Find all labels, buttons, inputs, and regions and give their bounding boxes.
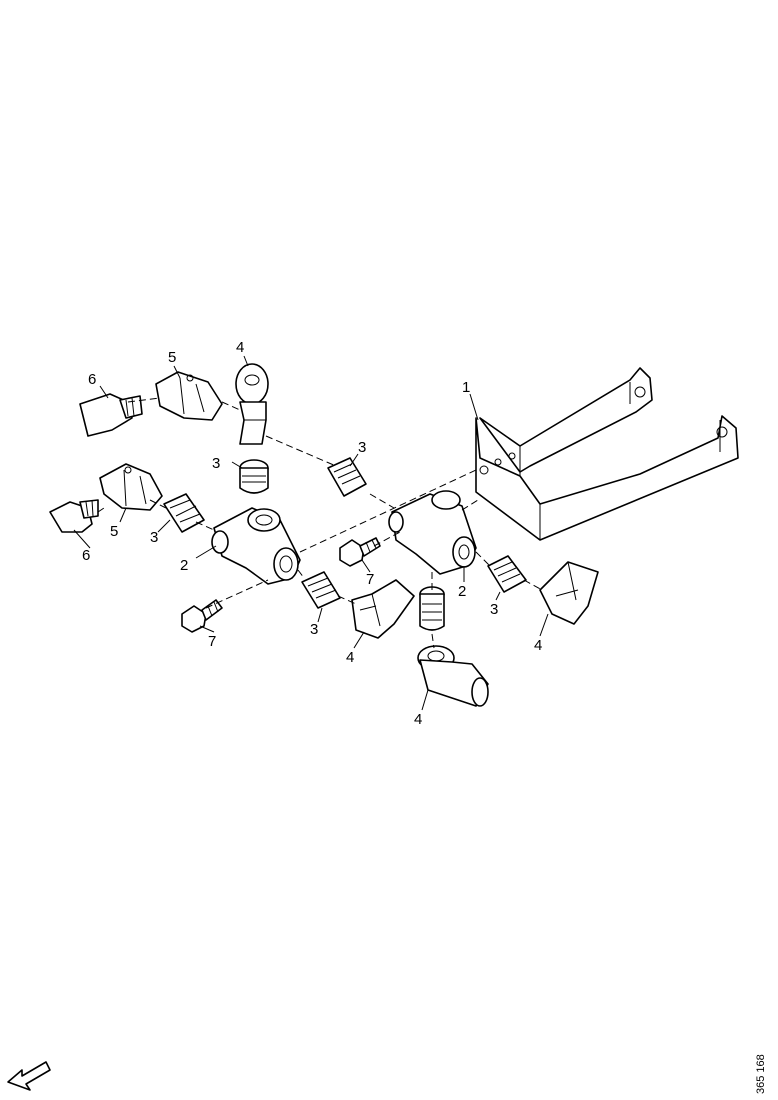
elbow-mid — [351, 579, 415, 639]
elbow-top — [235, 363, 269, 445]
nipple-left — [163, 493, 205, 533]
nipple-below-tee — [419, 586, 445, 631]
callout-labels: 1 2 2 3 3 3 3 3 3 4 4 4 4 5 5 6 6 7 7 — [82, 339, 542, 728]
plug-lower — [49, 499, 99, 533]
callout-3: 3 — [212, 455, 220, 472]
nipple-mid — [301, 571, 341, 609]
centerlines — [97, 397, 543, 649]
callout-5: 5 — [168, 349, 176, 366]
callout-6: 6 — [82, 547, 90, 564]
leader-lines — [73, 355, 549, 711]
callout-7: 7 — [366, 571, 374, 588]
connector-upper — [155, 371, 223, 421]
direction-arrow-icon — [7, 1061, 51, 1091]
figure-number: 365 168 — [755, 1054, 767, 1094]
nipple-right — [487, 555, 527, 593]
callout-3: 3 — [490, 601, 498, 618]
callout-5: 5 — [110, 523, 118, 540]
tee-fitting-right — [388, 490, 477, 575]
bolt-mid — [339, 537, 381, 567]
callout-4: 4 — [534, 637, 542, 654]
callout-2: 2 — [180, 557, 188, 574]
elbow-right — [539, 561, 599, 625]
tee-fitting-left — [211, 507, 301, 585]
mounting-bracket — [475, 367, 739, 541]
nipple-top — [239, 459, 269, 494]
callout-4: 4 — [236, 339, 244, 356]
callout-4: 4 — [346, 649, 354, 666]
callout-4: 4 — [414, 711, 422, 728]
plug-upper — [79, 393, 143, 437]
callout-2: 2 — [458, 583, 466, 600]
callout-3: 3 — [310, 621, 318, 638]
elbow-bottom — [417, 645, 489, 707]
callout-3: 3 — [150, 529, 158, 546]
nipple-upper — [327, 457, 367, 497]
callout-6: 6 — [88, 371, 96, 388]
connector-lower — [99, 463, 163, 511]
bolt-left — [181, 599, 223, 633]
callout-1: 1 — [462, 379, 470, 396]
callout-3: 3 — [358, 439, 366, 456]
callout-7: 7 — [208, 633, 216, 650]
